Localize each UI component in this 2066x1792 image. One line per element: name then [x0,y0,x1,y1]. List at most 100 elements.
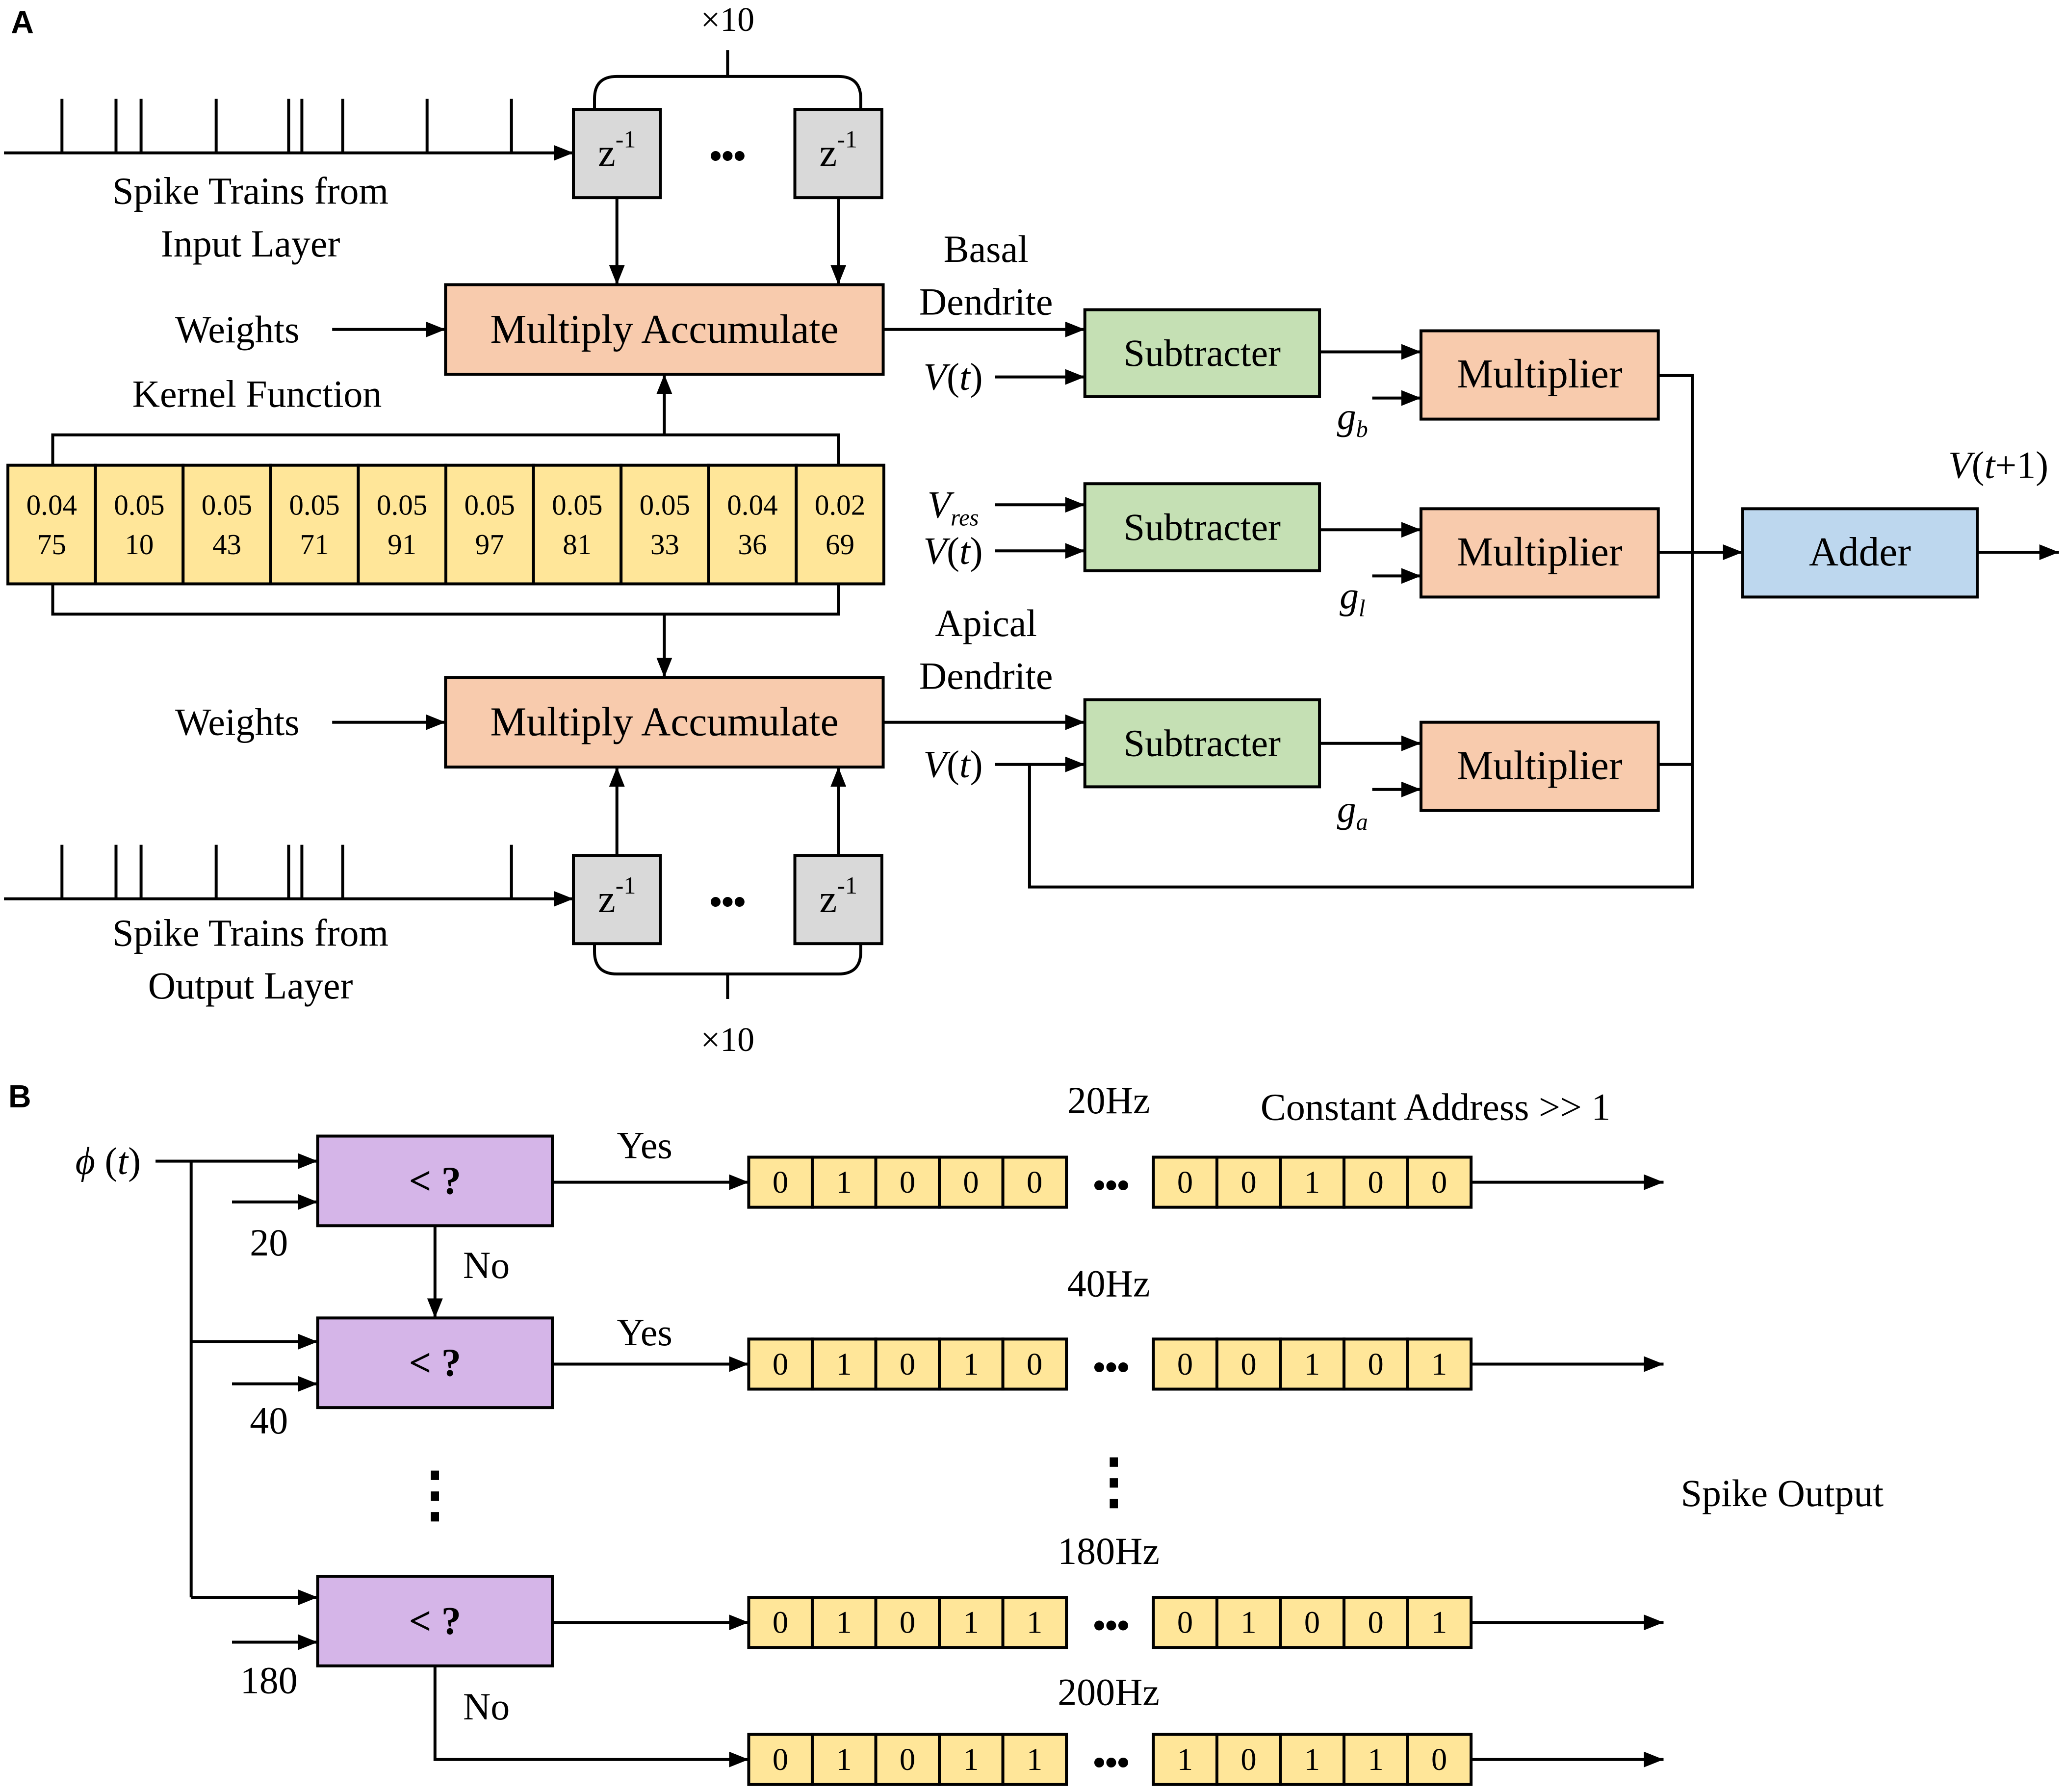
delay-box-top-1 [572,108,662,200]
vt-label-leak: V(t) [923,530,982,572]
kernel-title: Kernel Function [132,373,382,415]
subtracter-box-apical [1083,698,1321,789]
basal-label-line1: Basal [944,228,1029,270]
output-caption-line1: Spike Trains from [112,912,388,954]
mac-box-bottom [444,676,885,769]
register-4-right-bit-2 [1215,1733,1282,1786]
register-2-left-value-3: 0 [900,1347,915,1382]
register-1-left-value-4: 0 [963,1165,979,1200]
apical-label-line1: Apical [935,602,1037,644]
input-caption-line1: Spike Trains from [112,170,388,212]
register-1-left-value-1: 0 [773,1165,788,1200]
comparator-label-3: < ? [409,1599,461,1643]
comparator-box-3 [316,1575,554,1667]
kernel-value-8-a: 0.05 [640,488,690,521]
spike-output-label: Spike Output [1681,1472,1884,1514]
multiplier-box-leak [1420,507,1660,599]
register-1-left-bit-5 [1001,1155,1068,1209]
register-4-left-value-5: 1 [1027,1742,1042,1777]
mac-label-bottom: Multiply Accumulate [490,700,838,745]
kernel-value-10-b: 69 [826,528,854,561]
threshold-label-2: 40 [250,1400,288,1442]
subtracter-label-leak: Subtracter [1124,506,1281,548]
register-2-right-bit-3 [1279,1337,1346,1391]
times-ten-top: ×10 [701,1,754,39]
mac-box-top [444,283,885,376]
times-ten-bracket-top [593,75,862,110]
register-2-right-value-4: 0 [1368,1347,1383,1382]
output-caption-line2: Output Layer [148,965,353,1007]
register-2-left-value-5: 0 [1027,1347,1042,1382]
comparator-box-1 [316,1134,554,1228]
basal-label-line2: Dendrite [919,281,1053,323]
times-ten-bottom: ×10 [701,1021,754,1059]
register-1-right-bit-4 [1343,1155,1409,1209]
yes-label-1: Yes [617,1124,672,1166]
register-3-right-value-2: 1 [1240,1605,1256,1640]
register-ellipsis: ⋮ [1084,1448,1144,1515]
kernel-value-2-a: 0.05 [114,488,164,521]
register-4-left-value-4: 1 [963,1742,979,1777]
panel-a-label: A [11,5,34,40]
register-4-right-value-1: 1 [1177,1742,1193,1777]
register-2-left-bit-5 [1001,1337,1068,1391]
register-2-right-value-3: 1 [1304,1347,1320,1382]
register-4-right-value-2: 0 [1240,1742,1256,1777]
weights-label-bottom: Weights [175,701,299,743]
register-4-right-bit-3 [1279,1733,1346,1786]
mac-label-top: Multiply Accumulate [490,307,838,352]
register-3-right-bit-5 [1406,1596,1473,1649]
kernel-cell-5 [357,463,448,586]
register-4-right-bit-1 [1152,1733,1219,1786]
register-3-right-value-3: 0 [1304,1605,1320,1640]
frequency-label-2: 40Hz [1067,1263,1150,1305]
register-2-left-bit-3 [874,1337,941,1391]
shapes [6,108,1979,1786]
register-3-left-value-2: 1 [836,1605,852,1640]
register-ellipsis-2: ••• [1093,1348,1129,1386]
kernel-cell-7 [532,463,623,586]
register-1-right-value-5: 0 [1431,1165,1447,1200]
kernel-cell-4 [269,463,360,586]
register-1-right-bit-3 [1279,1155,1346,1209]
register-4-left-value-2: 1 [836,1742,852,1777]
register-4-left-bit-4 [938,1733,1005,1786]
kernel-value-10-a: 0.02 [815,488,865,521]
comparator-label-2: < ? [409,1341,461,1384]
weights-label-top: Weights [175,308,299,351]
multiplier-box-apical [1420,720,1660,812]
multiplier-label-leak: Multiplier [1457,530,1623,575]
register-3-right-value-1: 0 [1177,1605,1193,1640]
connector-lines [4,50,2059,1767]
kernel-value-5-b: 91 [387,528,416,561]
kernel-cell-2 [94,463,185,586]
comparator-box-2 [316,1316,554,1409]
kernel-value-9-b: 36 [738,528,767,561]
register-4-left-value-1: 0 [773,1742,788,1777]
g-label-basal: gb [1337,395,1368,442]
register-2-left-bit-4 [938,1337,1005,1391]
register-2-left-value-2: 1 [836,1347,852,1382]
threshold-label-1: 20 [250,1222,288,1264]
ellipsis-bottom: ••• [710,882,746,921]
kernel-cell-6 [444,463,535,586]
kernel-value-8-b: 33 [650,528,679,561]
register-1-right-value-1: 0 [1177,1165,1193,1200]
vt-label-basal: V(t) [923,356,982,398]
register-2-left-value-4: 1 [963,1347,979,1382]
kernel-bracket-bottom [51,584,840,616]
register-1-right-bit-5 [1406,1155,1473,1209]
g-label-leak: gl [1340,575,1365,622]
kernel-value-9-a: 0.04 [727,488,777,521]
delay-label-bottom-1: z-1 [598,871,636,921]
comparator-ellipsis: ⋮ [405,1461,465,1528]
register-2-right-bit-1 [1152,1337,1219,1391]
register-1-left-value-5: 0 [1027,1165,1042,1200]
delay-box-bottom-10 [793,854,883,946]
frequency-label-4: 200Hz [1058,1671,1160,1714]
yes-label-2: Yes [617,1311,672,1354]
register-1-left-bit-1 [747,1155,814,1209]
kernel-value-6-b: 97 [475,528,504,561]
threshold-label-3: 180 [240,1659,298,1701]
